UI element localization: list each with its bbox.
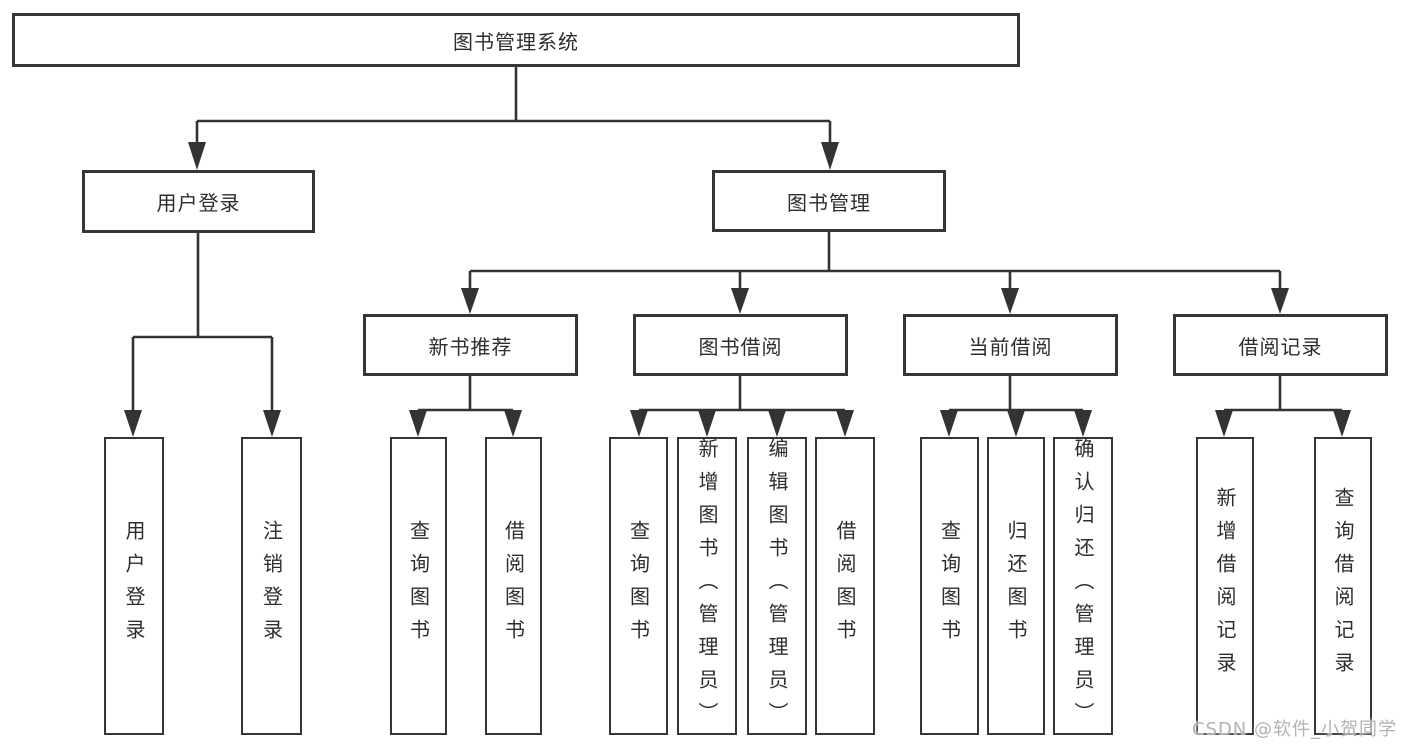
leaf-records-query-borrow-record: 查询借阅记录 bbox=[1314, 437, 1372, 735]
leaf-label: 注销登录 bbox=[259, 520, 284, 652]
leaf-current-return-books: 归还图书 bbox=[987, 437, 1045, 735]
node-borrowing-records: 借阅记录 bbox=[1173, 314, 1388, 376]
node-current-borrowing: 当前借阅 bbox=[903, 314, 1118, 376]
leaf-label: 查询图书 bbox=[626, 520, 651, 652]
node-new-book-recommend: 新书推荐 bbox=[363, 314, 578, 376]
leaf-borrowing-query-books: 查询图书 bbox=[609, 437, 668, 735]
leaf-borrowing-add-books-admin: 新增图书（管理员） bbox=[677, 437, 737, 735]
leaf-current-confirm-return-admin: 确认归还（管理员） bbox=[1053, 437, 1113, 735]
leaf-recommend-query-books: 查询图书 bbox=[390, 437, 447, 735]
node-root-system: 图书管理系统 bbox=[12, 13, 1020, 67]
leaf-borrowing-edit-books-admin: 编辑图书（管理员） bbox=[747, 437, 807, 735]
leaf-label: 归还图书 bbox=[1004, 520, 1028, 652]
leaf-user-login: 用户登录 bbox=[104, 437, 164, 735]
leaf-label: 查询图书 bbox=[937, 520, 962, 652]
leaf-label: 确认归还（管理员） bbox=[1071, 437, 1095, 735]
leaf-label: 查询图书 bbox=[406, 520, 431, 652]
node-book-borrowing: 图书借阅 bbox=[633, 314, 848, 376]
leaf-logout: 注销登录 bbox=[241, 437, 302, 735]
arrowhead-icons bbox=[124, 142, 1351, 437]
leaf-records-add-borrow-record: 新增借阅记录 bbox=[1196, 437, 1254, 735]
leaf-label: 新增图书（管理员） bbox=[695, 437, 719, 735]
leaf-current-query-books: 查询图书 bbox=[920, 437, 979, 735]
node-book-management: 图书管理 bbox=[712, 170, 946, 232]
csdn-watermark: CSDN @软件_小贺同学 bbox=[1191, 719, 1397, 740]
leaf-label: 编辑图书（管理员） bbox=[765, 437, 789, 735]
leaf-label: 新增借阅记录 bbox=[1213, 487, 1237, 685]
leaf-label: 查询借阅记录 bbox=[1331, 487, 1355, 685]
leaf-label: 用户登录 bbox=[122, 520, 146, 652]
node-user-login: 用户登录 bbox=[82, 170, 315, 233]
leaf-label: 借阅图书 bbox=[833, 520, 857, 652]
leaf-recommend-borrow-books: 借阅图书 bbox=[485, 437, 542, 735]
leaf-borrowing-borrow-books: 借阅图书 bbox=[815, 437, 875, 735]
leaf-label: 借阅图书 bbox=[501, 520, 526, 652]
